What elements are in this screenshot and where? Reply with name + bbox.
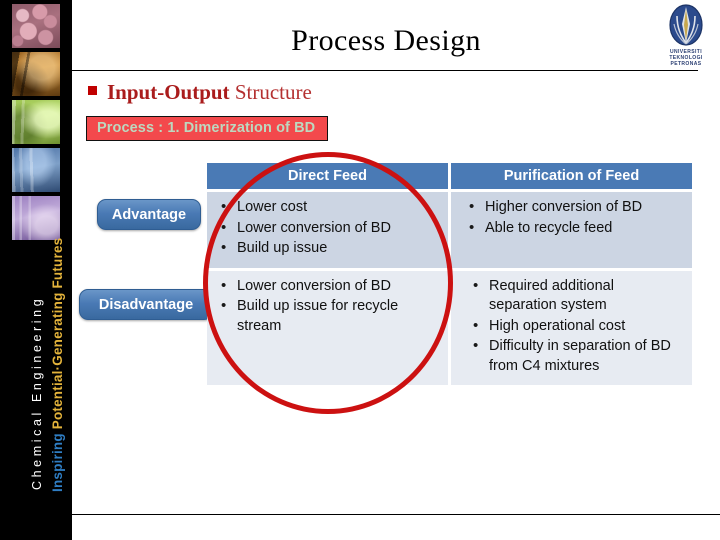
cell-advantage-purification: Higher conversion of BD Able to recycle … [451, 192, 692, 268]
sidebar-tagline-sub: Inspiring Potential·Generating Futures [50, 238, 65, 492]
list-item: Lower cost [215, 197, 440, 218]
square-bullet-icon [88, 86, 97, 95]
photo-process-operator [12, 196, 60, 240]
list-item: High operational cost [459, 316, 684, 337]
cell-advantage-direct-feed: Lower cost Lower conversion of BD Build … [207, 192, 448, 268]
label-advantage[interactable]: Advantage [97, 199, 201, 230]
footer-divider [72, 514, 720, 515]
utp-logo: UNIVERSITI TEKNOLOGI PETRONAS [658, 4, 714, 68]
utp-logo-mark [669, 4, 703, 46]
table-row-disadvantage: Lower conversion of BD Build up issue fo… [207, 270, 692, 385]
list-item: Lower conversion of BD [215, 276, 440, 297]
page-title: Process Design [291, 24, 481, 57]
sidebar-tagline-sub-gold: Potential·Generating Futures [50, 237, 65, 430]
header-divider [72, 70, 698, 71]
list-item: Build up issue for recycle stream [215, 296, 440, 336]
sidebar-tagline-sub-blue: Inspiring [50, 429, 65, 492]
list-item: Required additional separation system [459, 276, 684, 316]
sidebar-tagline-main: Chemical Engineering [30, 295, 44, 490]
photo-plant-piping [12, 52, 60, 96]
list-item: Higher conversion of BD [459, 197, 684, 218]
list-item: Able to recycle feed [459, 218, 684, 239]
section-heading-text: Input-Output Structure [107, 80, 312, 105]
cell-disadvantage-direct-feed: Lower conversion of BD Build up issue fo… [207, 270, 448, 385]
table-header-row: Direct Feed Purification of Feed [207, 163, 692, 189]
table-row-advantage: Lower cost Lower conversion of BD Build … [207, 192, 692, 268]
list-item: Difficulty in separation of BD from C4 m… [459, 336, 684, 376]
process-tag-badge: Process : 1. Dimerization of BD [86, 116, 329, 141]
utp-logo-line2: TEKNOLOGI [669, 55, 703, 61]
utp-logo-text: UNIVERSITI TEKNOLOGI PETRONAS [658, 49, 714, 67]
table-header-purification-of-feed: Purification of Feed [451, 163, 692, 189]
list-item: Lower conversion of BD [215, 218, 440, 239]
photo-molecules [12, 4, 60, 48]
left-sidebar: Chemical Engineering Inspiring Potential… [0, 0, 72, 540]
section-heading-bold: Input-Output [107, 80, 230, 104]
cell-disadvantage-purification: Required additional separation system Hi… [451, 270, 692, 385]
comparison-table: Direct Feed Purification of Feed Lower c… [207, 163, 692, 385]
utp-logo-line1: UNIVERSITI [669, 49, 703, 55]
photo-refinery [12, 148, 60, 192]
photo-lab-researcher [12, 100, 60, 144]
utp-logo-line3: PETRONAS [670, 61, 702, 67]
label-disadvantage[interactable]: Disadvantage [79, 289, 213, 320]
section-heading: Input-Output Structure [88, 80, 312, 105]
list-item: Build up issue [215, 238, 440, 259]
table-header-direct-feed: Direct Feed [207, 163, 448, 189]
section-heading-light: Structure [229, 80, 312, 104]
